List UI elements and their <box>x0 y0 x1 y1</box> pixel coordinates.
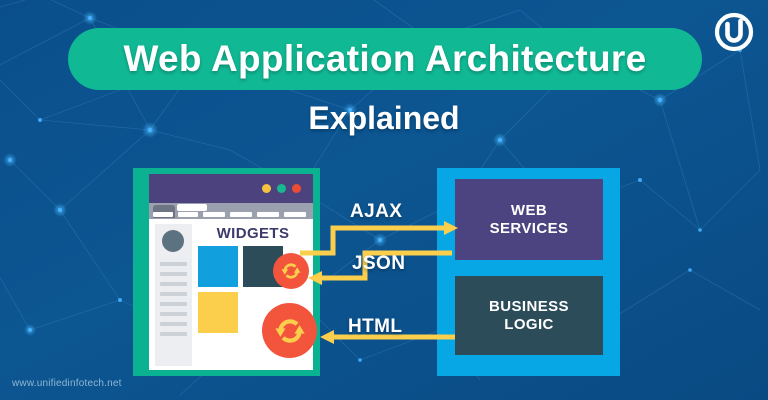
json-arrowhead <box>308 271 322 285</box>
html-arrowhead <box>320 330 334 344</box>
tabbar-slot <box>153 212 173 217</box>
web-services-line2: SERVICES <box>489 219 569 237</box>
json-arrow <box>318 250 452 281</box>
window-dot-red-icon[interactable] <box>292 184 301 193</box>
web-services-box[interactable]: WEB SERVICES <box>455 179 603 260</box>
refresh-badge-large[interactable] <box>262 303 317 358</box>
html-label: HTML <box>348 316 403 337</box>
tabbar-slot <box>257 212 279 217</box>
widgets-heading: WIDGETS <box>216 225 290 242</box>
widget-tile-yellow[interactable] <box>198 292 238 333</box>
page-title: Web Application Architecture <box>123 38 647 79</box>
sidebar-line <box>160 262 187 266</box>
watermark: www.unifiedinfotech.net <box>12 378 122 389</box>
refresh-icon <box>274 318 305 343</box>
business-logic-line2: LOGIC <box>504 315 554 333</box>
window-dot-green-icon[interactable] <box>277 184 286 193</box>
page-subtitle: Explained <box>308 100 460 136</box>
avatar <box>162 230 184 252</box>
window-dot-yellow-icon[interactable] <box>262 184 271 193</box>
sidebar-line <box>160 292 187 296</box>
sidebar-line <box>160 272 187 276</box>
unified-infotech-logo[interactable] <box>714 12 754 52</box>
title-pill: Web Application Architecture <box>68 28 702 90</box>
business-logic-line1: BUSINESS <box>489 297 569 315</box>
json-label: JSON <box>352 253 406 274</box>
sidebar-line <box>160 312 187 316</box>
ajax-arrowhead <box>444 221 458 235</box>
tabbar-slot <box>230 212 252 217</box>
sidebar-line <box>160 322 187 326</box>
tabbar-slot <box>178 212 198 217</box>
business-logic-box[interactable]: BUSINESS LOGIC <box>455 276 603 355</box>
tabbar-slot <box>284 212 306 217</box>
sidebar-line <box>160 302 187 306</box>
tabbar-slot <box>203 212 225 217</box>
web-services-line1: WEB <box>510 201 548 219</box>
ajax-arrow <box>300 225 449 256</box>
sidebar-line <box>160 332 187 336</box>
sidebar-line <box>160 282 187 286</box>
refresh-badge-small[interactable] <box>273 253 309 289</box>
browser-tab-highlight <box>177 204 207 211</box>
ajax-label: AJAX <box>350 201 403 222</box>
refresh-icon <box>281 263 301 279</box>
widget-tile-blue[interactable] <box>198 246 238 287</box>
